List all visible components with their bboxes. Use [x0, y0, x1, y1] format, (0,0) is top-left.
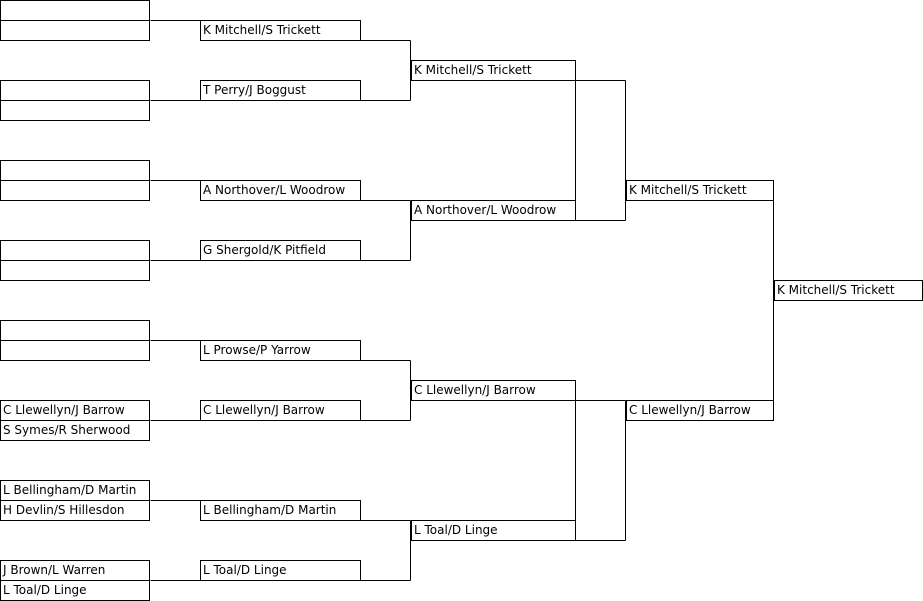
round2-slot-5: L Prowse/P Yarrow [200, 340, 361, 361]
quarterfinal-slot-3: C Llewellyn/J Barrow [411, 380, 576, 401]
round1-slot-9 [0, 320, 150, 341]
quarterfinal-slot-2: A Northover/L Woodrow [411, 200, 576, 221]
quarterfinal-slot-4: L Toal/D Linge [411, 520, 576, 541]
quarterfinal-slot-1: K Mitchell/S Trickett [411, 60, 576, 81]
round1-slot-16: L Toal/D Linge [0, 580, 150, 601]
round1-slot-10 [0, 340, 150, 361]
round1-slot-1 [0, 0, 150, 21]
round1-slot-5 [0, 160, 150, 181]
round1-slot-8 [0, 260, 150, 281]
round1-slot-15: J Brown/L Warren [0, 560, 150, 581]
round2-slot-6: C Llewellyn/J Barrow [200, 400, 361, 421]
semifinal-slot-2: C Llewellyn/J Barrow [626, 400, 774, 421]
round2-slot-1: K Mitchell/S Trickett [200, 20, 361, 41]
round1-slot-14: H Devlin/S Hillesdon [0, 500, 150, 521]
round1-slot-11: C Llewellyn/J Barrow [0, 400, 150, 421]
round1-slot-6 [0, 180, 150, 201]
winner-slot: K Mitchell/S Trickett [774, 280, 923, 301]
round1-slot-13: L Bellingham/D Martin [0, 480, 150, 501]
round1-slot-3 [0, 80, 150, 101]
round2-slot-3: A Northover/L Woodrow [200, 180, 361, 201]
round2-slot-8: L Toal/D Linge [200, 560, 361, 581]
round1-slot-2 [0, 20, 150, 41]
round1-slot-7 [0, 240, 150, 261]
round1-slot-4 [0, 100, 150, 121]
round2-slot-4: G Shergold/K Pitfield [200, 240, 361, 261]
round1-slot-12: S Symes/R Sherwood [0, 420, 150, 441]
round2-slot-7: L Bellingham/D Martin [200, 500, 361, 521]
semifinal-slot-1: K Mitchell/S Trickett [626, 180, 774, 201]
round2-slot-2: T Perry/J Boggust [200, 80, 361, 101]
